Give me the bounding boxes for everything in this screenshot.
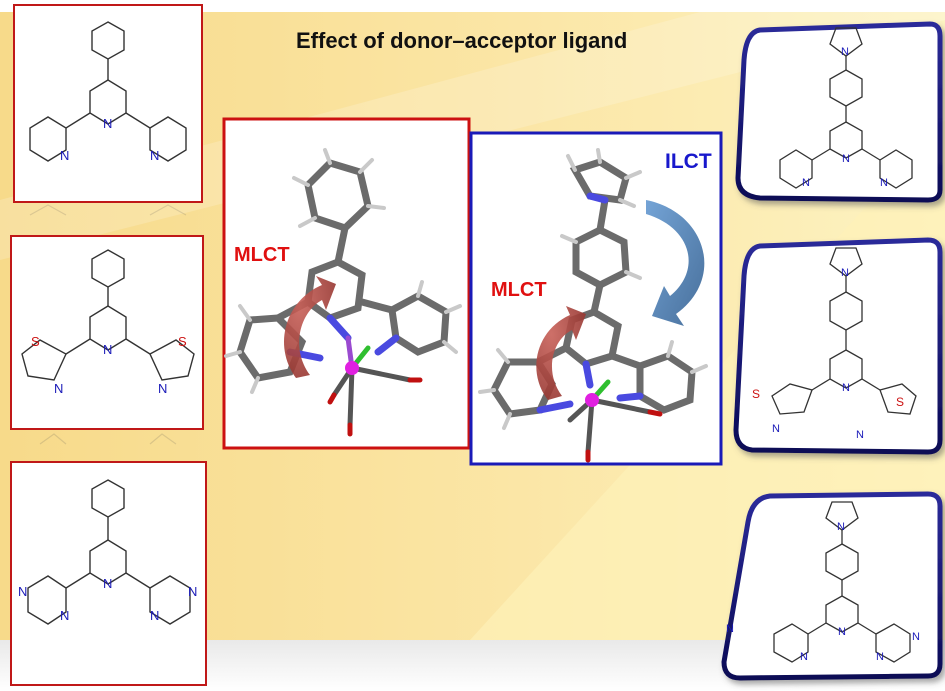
atom-label-n: N (158, 381, 167, 396)
atom-label-n: N (841, 267, 849, 279)
mlct-arrow-right (536, 306, 586, 400)
atom-label-s: S (31, 334, 40, 349)
atom-label-n: N (838, 626, 846, 638)
atom-label-n: N (60, 608, 69, 623)
mlct-label-right: MLCT (491, 279, 547, 301)
ilct-label: ILCT (665, 150, 712, 173)
ligand-card-pyrrolidinyl-pyrazine (721, 491, 943, 681)
ligand-card-pyrrolidinyl-thiazole (733, 237, 943, 455)
atom-label-n: N (150, 608, 159, 623)
atom-label-n: N (103, 116, 112, 131)
ligand-card-terpyridine: N N N (13, 4, 203, 216)
atom-label-n: N (150, 148, 159, 163)
atom-label-n: N (772, 423, 780, 435)
pyrazine-structure (27, 479, 191, 625)
atom-label-n: N (188, 584, 197, 599)
pyrrolidinyl-pyrazine-structure (773, 501, 911, 663)
atom-label-n: N (726, 623, 734, 635)
atom-label-n: N (103, 342, 112, 357)
mlct-label-left: MLCT (234, 244, 290, 266)
atom-label-n: N (18, 584, 27, 599)
atom-label-s: S (178, 334, 187, 349)
atom-label-n: N (60, 148, 69, 163)
atom-label-n: N (841, 46, 849, 58)
pyrrolidinyl-thiazole-structure (771, 247, 917, 415)
atom-label-n: N (912, 631, 920, 643)
atom-label-n: N (876, 651, 884, 663)
ilct-arrow (646, 200, 705, 326)
atom-label-n: N (54, 381, 63, 396)
ligand-card-pyrrolidinyl-terpyridine (735, 21, 943, 203)
diagram-title: Effect of donor–acceptor ligand (296, 28, 628, 53)
atom-label-s: S (752, 387, 760, 401)
pyrrolidinyl-terpyridine-structure (779, 27, 913, 189)
ligand-card-pyrazine: N N N N N (10, 461, 207, 686)
ligand-card-thiazole: N N N S S (10, 235, 204, 445)
metal-atom (345, 361, 359, 375)
complex-3d-model-phenyl (224, 148, 462, 437)
atom-label-n: N (800, 651, 808, 663)
atom-label-n: N (856, 429, 864, 441)
thiazole-structure (21, 249, 195, 381)
card-reflection (29, 204, 187, 216)
metal-atom (585, 393, 599, 407)
atom-label-n: N (837, 521, 845, 533)
atom-label-n: N (103, 576, 112, 591)
complex-frame-ilct: ILCT MLCT (469, 131, 723, 466)
atom-label-n: N (802, 177, 810, 189)
card-reflection (39, 433, 177, 445)
complex-frame-mlct: MLCT (222, 117, 471, 450)
atom-label-n: N (842, 382, 850, 394)
atom-label-s: S (896, 395, 904, 409)
atom-label-n: N (842, 153, 850, 165)
mlct-arrow-left (284, 276, 336, 378)
atom-label-n: N (880, 177, 888, 189)
terpyridine-structure (29, 21, 187, 162)
